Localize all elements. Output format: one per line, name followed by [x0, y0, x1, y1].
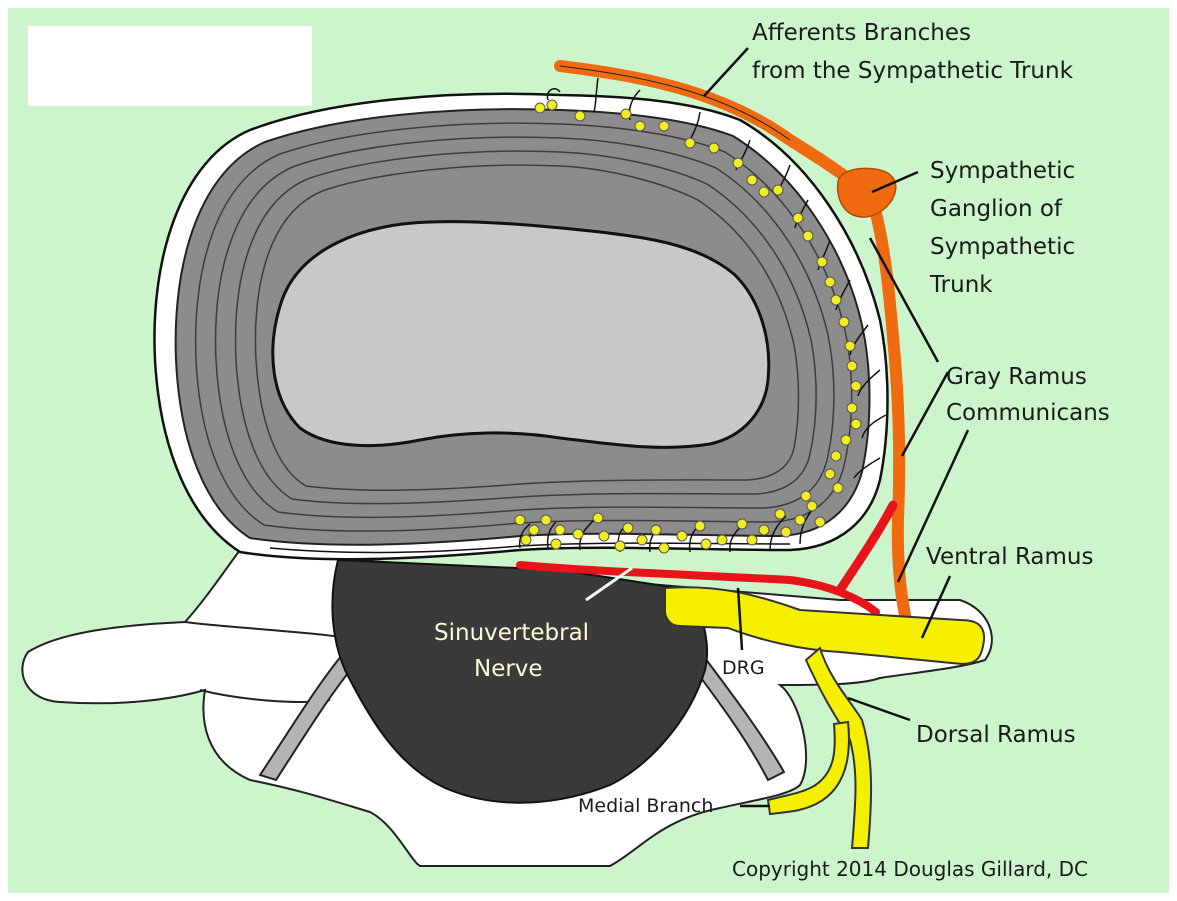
label-medial-branch: Medial Branch [578, 795, 713, 817]
label-gray-ramus-line2: Communicans [946, 400, 1110, 426]
label-ganglion-line1: Sympathetic [930, 158, 1075, 184]
label-ganglion-line3: Sympathetic [930, 234, 1075, 260]
label-ganglion-line2: Ganglion of [930, 196, 1063, 222]
label-ventral-ramus: Ventral Ramus [926, 544, 1093, 570]
label-sinuvertebral-line1: Sinuvertebral [434, 620, 589, 646]
label-afferents-line1: Afferents Branches [752, 20, 971, 46]
nucleus-pulposus [273, 222, 769, 448]
blank-label-box [28, 26, 312, 106]
copyright-text: Copyright 2014 Douglas Gillard, DC [732, 857, 1088, 881]
label-sinuvertebral-line2: Nerve [474, 656, 543, 682]
label-dorsal-ramus: Dorsal Ramus [916, 722, 1076, 748]
label-ganglion-line4: Trunk [929, 272, 993, 298]
label-drg: DRG [722, 657, 765, 679]
label-afferents-line2: from the Sympathetic Trunk [752, 58, 1074, 84]
label-gray-ramus-line1: Gray Ramus [946, 364, 1087, 390]
